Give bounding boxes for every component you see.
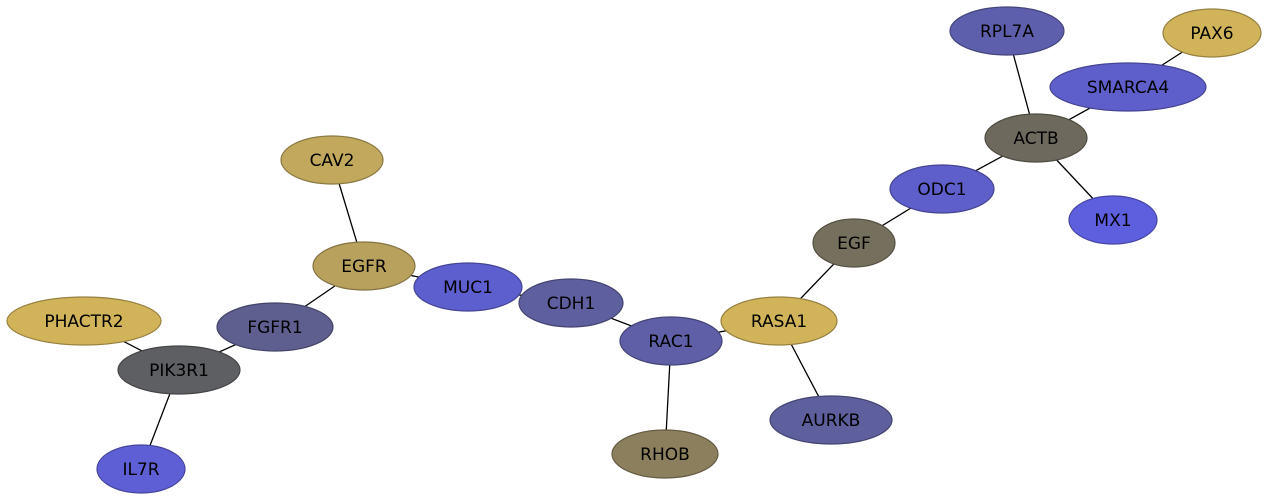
- node-egfr[interactable]: EGFR: [312, 241, 416, 291]
- node-label: FGFR1: [247, 318, 302, 338]
- node-label: RAC1: [648, 332, 693, 352]
- node-phactr2[interactable]: PHACTR2: [6, 296, 162, 346]
- node-shape[interactable]: [96, 444, 186, 494]
- node-shape[interactable]: [1068, 195, 1158, 245]
- node-shape[interactable]: [949, 6, 1065, 56]
- edges-layer: [83, 30, 1213, 470]
- node-label: CAV2: [310, 151, 355, 171]
- node-shape[interactable]: [216, 302, 334, 352]
- node-shape[interactable]: [619, 316, 723, 366]
- node-label: PHACTR2: [44, 312, 123, 332]
- node-shape[interactable]: [280, 135, 384, 185]
- node-egf[interactable]: EGF: [812, 218, 896, 268]
- node-rpl7a[interactable]: RPL7A: [949, 6, 1065, 56]
- node-label: AURKB: [802, 411, 861, 431]
- node-label: CDH1: [547, 294, 596, 314]
- node-shape[interactable]: [769, 395, 893, 445]
- node-label: RHOB: [640, 445, 690, 465]
- node-aurkb[interactable]: AURKB: [769, 395, 893, 445]
- node-shape[interactable]: [117, 345, 241, 395]
- node-label: SMARCA4: [1087, 78, 1169, 98]
- node-rhob[interactable]: RHOB: [611, 429, 719, 479]
- node-shape[interactable]: [720, 296, 838, 346]
- node-label: PAX6: [1190, 24, 1233, 44]
- node-shape[interactable]: [413, 262, 523, 312]
- node-actb[interactable]: ACTB: [984, 113, 1088, 163]
- node-label: RASA1: [751, 312, 807, 332]
- node-mx1[interactable]: MX1: [1068, 195, 1158, 245]
- node-fgfr1[interactable]: FGFR1: [216, 302, 334, 352]
- node-shape[interactable]: [984, 113, 1088, 163]
- node-shape[interactable]: [1049, 62, 1207, 112]
- node-shape[interactable]: [1162, 8, 1262, 58]
- node-cdh1[interactable]: CDH1: [518, 278, 624, 328]
- node-label: ACTB: [1013, 129, 1058, 149]
- node-label: RPL7A: [980, 22, 1034, 42]
- node-label: MX1: [1094, 211, 1131, 231]
- node-pik3r1[interactable]: PIK3R1: [117, 345, 241, 395]
- node-label: ODC1: [917, 180, 966, 200]
- node-shape[interactable]: [611, 429, 719, 479]
- node-cav2[interactable]: CAV2: [280, 135, 384, 185]
- node-odc1[interactable]: ODC1: [889, 164, 995, 214]
- node-il7r[interactable]: IL7R: [96, 444, 186, 494]
- node-label: IL7R: [122, 460, 159, 480]
- node-rasa1[interactable]: RASA1: [720, 296, 838, 346]
- node-shape[interactable]: [518, 278, 624, 328]
- node-shape[interactable]: [889, 164, 995, 214]
- node-label: EGFR: [341, 257, 387, 277]
- node-label: MUC1: [443, 278, 493, 298]
- node-shape[interactable]: [812, 218, 896, 268]
- node-smarca4[interactable]: SMARCA4: [1049, 62, 1207, 112]
- node-muc1[interactable]: MUC1: [413, 262, 523, 312]
- node-pax6[interactable]: PAX6: [1162, 8, 1262, 58]
- node-rac1[interactable]: RAC1: [619, 316, 723, 366]
- node-shape[interactable]: [312, 241, 416, 291]
- node-shape[interactable]: [6, 296, 162, 346]
- node-label: EGF: [837, 234, 871, 254]
- node-label: PIK3R1: [149, 361, 209, 381]
